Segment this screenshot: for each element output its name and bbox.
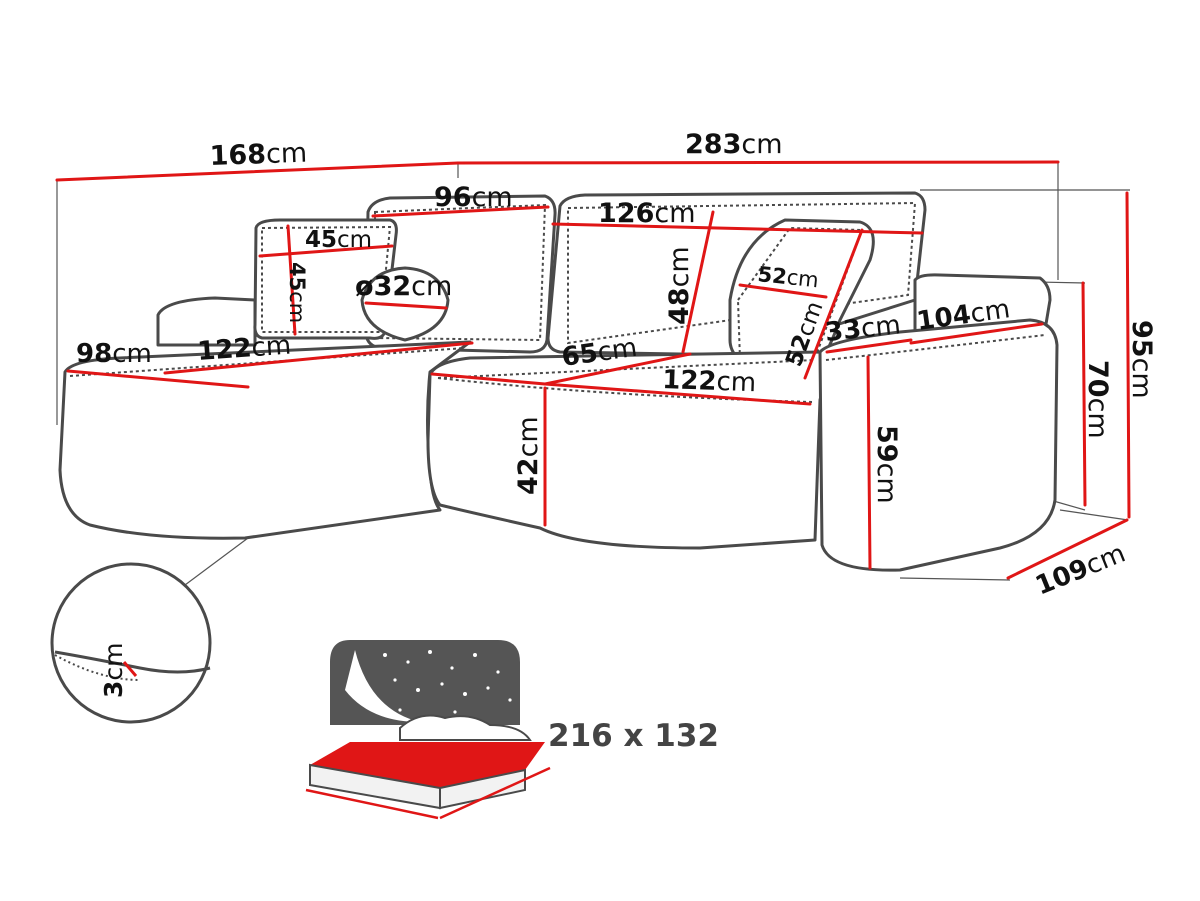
label-seat-height: 42cm — [513, 416, 544, 495]
label-back-cushion-left: 96cm — [434, 182, 513, 213]
label-back-cushion-right: 126cm — [598, 198, 696, 229]
label-seat-depth: 65cm — [560, 333, 639, 373]
label-pillow-right-w: 52cm — [756, 262, 819, 292]
label-total-height: 95cm — [1126, 320, 1157, 399]
leg-detail-magnifier-icon: 3cm — [50, 562, 212, 724]
label-total-width: 283cm — [685, 129, 783, 160]
label-armrest-width: 33cm — [824, 310, 903, 348]
label-backrest-height: 70cm — [1082, 360, 1113, 439]
label-chaise-length: 168cm — [209, 138, 308, 172]
label-leg-height: 3cm — [99, 642, 128, 698]
label-chaise-seat: 122cm — [196, 331, 292, 367]
label-pillow-round: ø32cm — [355, 271, 452, 302]
measure-lines — [55, 160, 1131, 580]
label-chaise-width: 98cm — [76, 339, 152, 369]
label-seat-width: 122cm — [662, 365, 757, 398]
label-pillow-square-w: 45cm — [305, 227, 372, 253]
label-armrest-height: 59cm — [871, 425, 902, 504]
sleeping-area-label: 216 x 132 — [548, 718, 719, 754]
measure-labels: 168cm 283cm 96cm 126cm 45cm 45cm ø32cm 4… — [76, 129, 1157, 601]
label-pillow-square-h: 45cm — [285, 262, 309, 323]
label-total-depth: 109cm — [1031, 538, 1129, 601]
sleep-function-icon: 216 x 132 — [305, 640, 719, 820]
label-back-height: 48cm — [664, 246, 695, 325]
stars — [370, 650, 512, 714]
label-armrest-depth: 104cm — [915, 294, 1012, 337]
